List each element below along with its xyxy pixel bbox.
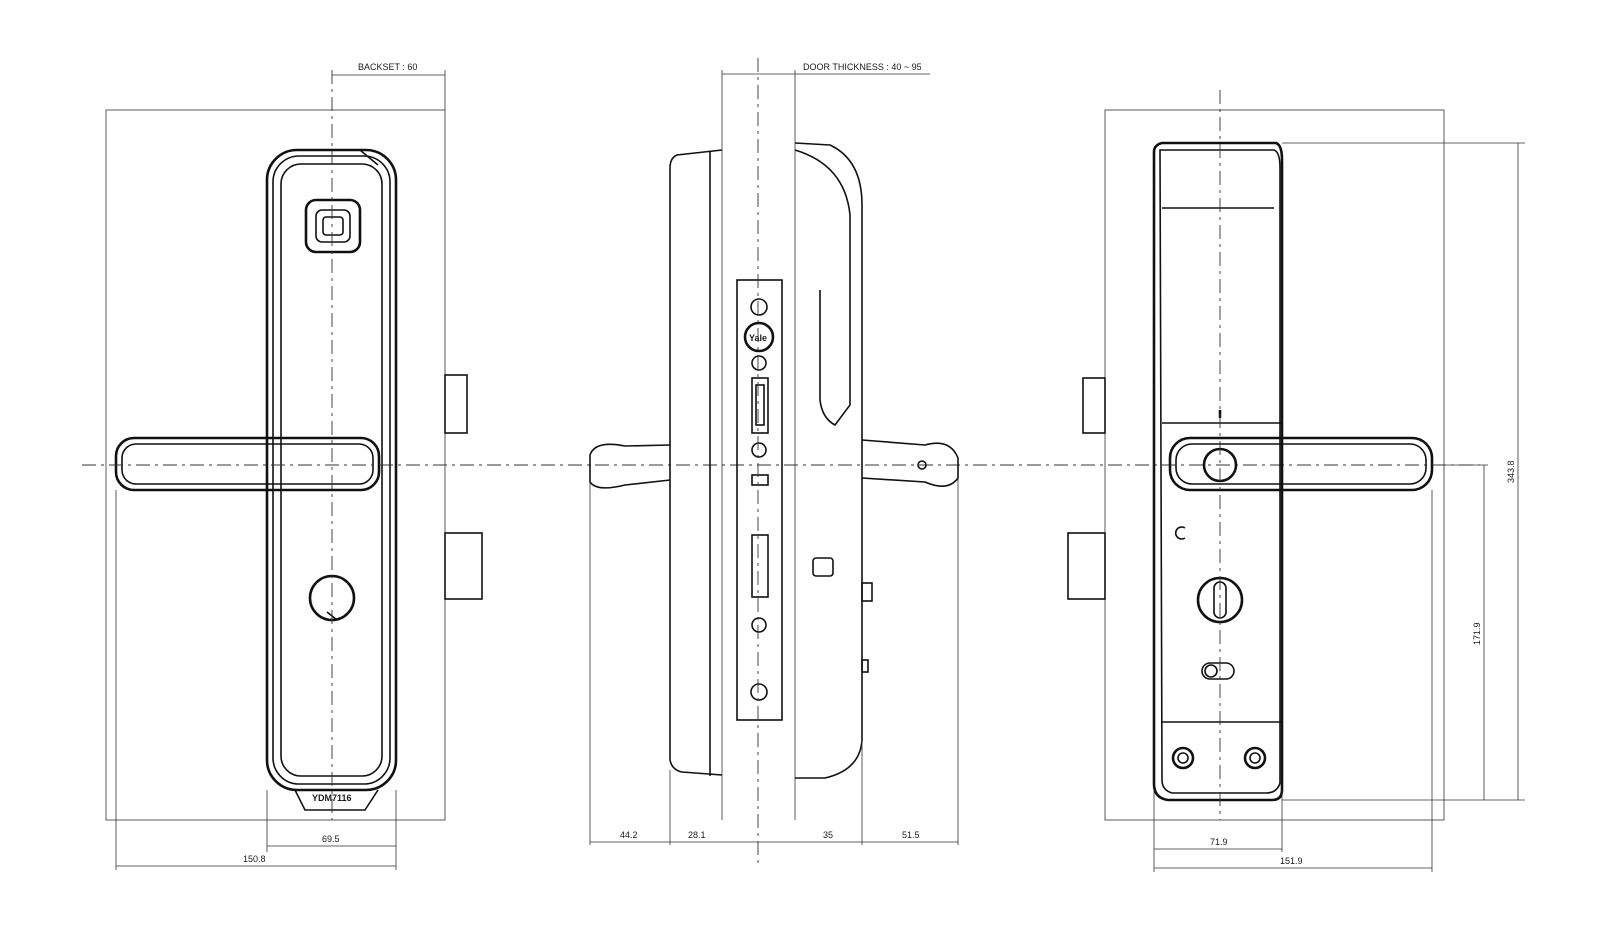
front-outer-width: 150.8 [243,854,266,864]
model-plate [294,789,379,811]
rear-screw-right [1243,746,1267,770]
front-inner-width: 69.5 [322,834,340,844]
side-dim-35: 35 [823,830,833,840]
backset-label: BACKSET : 60 [358,62,417,72]
rear-lower-height: 171.9 [1472,622,1482,645]
front-view: BACKSET : 60 YDM7116 69.5 150.8 [105,62,483,870]
rear-body [1152,141,1284,802]
side-outside-lever [861,439,959,487]
battery-contact-icon [812,557,834,577]
fingerprint-sensor-icon [304,198,362,254]
side-inside-lever [589,443,671,489]
side-inside-body [669,149,723,776]
side-outside-body [794,142,863,779]
front-latch-lower [444,532,483,600]
rear-latch-lower [1067,532,1106,600]
mode-switch [1201,662,1235,680]
rear-outer-width: 151.9 [1280,856,1303,866]
model-plate-label: YDM7116 [312,793,352,803]
rear-view: 343.8 171.9 71.9 151.9 [1067,90,1525,872]
front-latch-upper [444,374,468,434]
door-thickness-label: DOOR THICKNESS : 40 ~ 95 [803,62,922,72]
rear-latch-upper [1082,377,1106,434]
rear-lever-handle [1168,436,1434,492]
rear-total-height: 343.8 [1506,460,1516,483]
side-dim-28: 28.1 [688,830,706,840]
side-dim-44: 44.2 [620,830,638,840]
side-dim-51: 51.5 [902,830,920,840]
front-lever-handle [114,436,381,492]
yale-logo-icon [743,321,775,353]
mortise-faceplate [736,279,783,721]
front-escutcheon [265,148,398,792]
rear-inner-width: 71.9 [1210,837,1228,847]
side-view: DOOR THICKNESS : 40 ~ 95 Yale [589,58,959,868]
rear-screw-left [1171,746,1195,770]
rear-indicator-icon [1174,526,1186,540]
